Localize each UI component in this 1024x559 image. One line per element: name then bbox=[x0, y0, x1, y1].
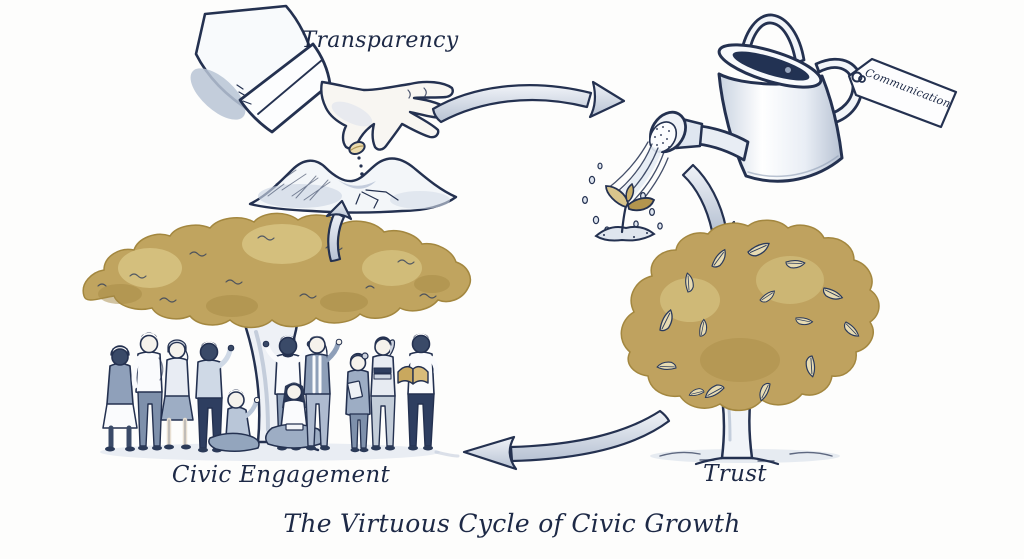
arrowhead bbox=[462, 435, 518, 471]
person-elderly-woman bbox=[102, 345, 138, 452]
tag-ring bbox=[851, 71, 863, 83]
civic-engagement-label: Civic Engagement bbox=[171, 462, 391, 488]
person-man-gesturing bbox=[195, 341, 235, 453]
trust-tree-illustration bbox=[620, 219, 880, 466]
person-woman-books bbox=[370, 336, 396, 451]
hand-planting-seed-illustration bbox=[190, 4, 454, 176]
person-woman-light-hair bbox=[160, 339, 194, 450]
book bbox=[285, 423, 304, 431]
person-man-gold-book bbox=[397, 333, 439, 451]
trust-label: Trust bbox=[703, 461, 767, 487]
person-man-white-shirt bbox=[131, 332, 164, 451]
hand bbox=[320, 80, 454, 151]
notebook bbox=[347, 380, 363, 400]
spout bbox=[696, 124, 750, 162]
canopy bbox=[620, 219, 880, 412]
seedling-illustration bbox=[594, 182, 656, 242]
arrowhead bbox=[588, 80, 626, 119]
soil-mound-illustration bbox=[248, 157, 458, 214]
sleeve-shadow bbox=[190, 68, 246, 120]
community-people-group bbox=[102, 332, 439, 453]
diagram-title: The Virtuous Cycle of Civic Growth bbox=[283, 509, 741, 538]
transparency-label: Transparency bbox=[301, 28, 459, 53]
person-sitting-man bbox=[208, 389, 261, 452]
watering-can-illustration bbox=[648, 13, 864, 183]
communication-tag bbox=[847, 57, 958, 129]
person-woman-notebook bbox=[345, 352, 371, 453]
seed bbox=[348, 140, 366, 156]
arrowhead bbox=[325, 199, 353, 221]
cycle-arrow-top bbox=[431, 80, 626, 124]
water-stream-illustration bbox=[581, 141, 669, 234]
person-woman-blazer bbox=[303, 335, 343, 451]
cycle-arrow-bottom bbox=[434, 409, 671, 471]
cycle-arrow-up bbox=[325, 199, 353, 263]
open-book bbox=[397, 365, 414, 385]
canopy bbox=[82, 212, 472, 329]
person-sitting-woman bbox=[265, 382, 324, 449]
